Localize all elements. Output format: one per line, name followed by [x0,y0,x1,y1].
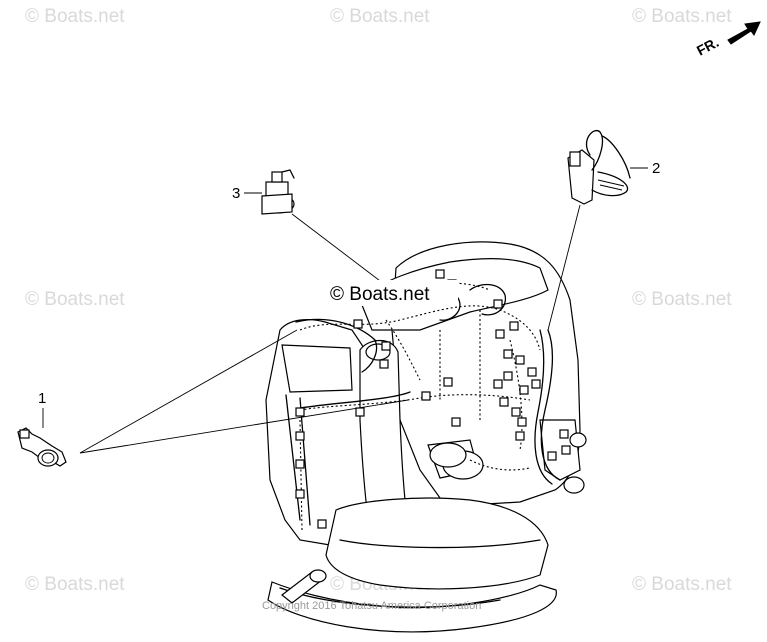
watermark-bottom-left: © Boats.net [25,574,125,595]
callout-2: 2 [652,160,660,177]
watermark-mid-right: © Boats.net [632,289,732,310]
watermark-mid-left: © Boats.net [25,289,125,310]
engine-assembly [265,241,587,633]
direction-indicator: FR. [694,21,761,59]
watermark-center-bg [330,280,458,306]
direction-label: FR. [694,34,721,59]
watermark-top-center: © Boats.net [330,6,430,27]
watermark-center: © Boats.net [330,284,430,305]
callout-3: 3 [232,185,240,202]
arrow-icon [727,21,761,45]
part-3-clamp [261,169,295,215]
callout-1: 1 [38,390,46,407]
watermark-bottom-right: © Boats.net [632,574,732,595]
watermark-top-right: © Boats.net [632,6,732,27]
watermark-top-left: © Boats.net [25,6,125,27]
part-2-cable-tie [567,130,631,205]
copyright-text: Copyright 2016 Tohatsu America Corporati… [262,600,481,612]
part-1-clip [17,427,67,467]
